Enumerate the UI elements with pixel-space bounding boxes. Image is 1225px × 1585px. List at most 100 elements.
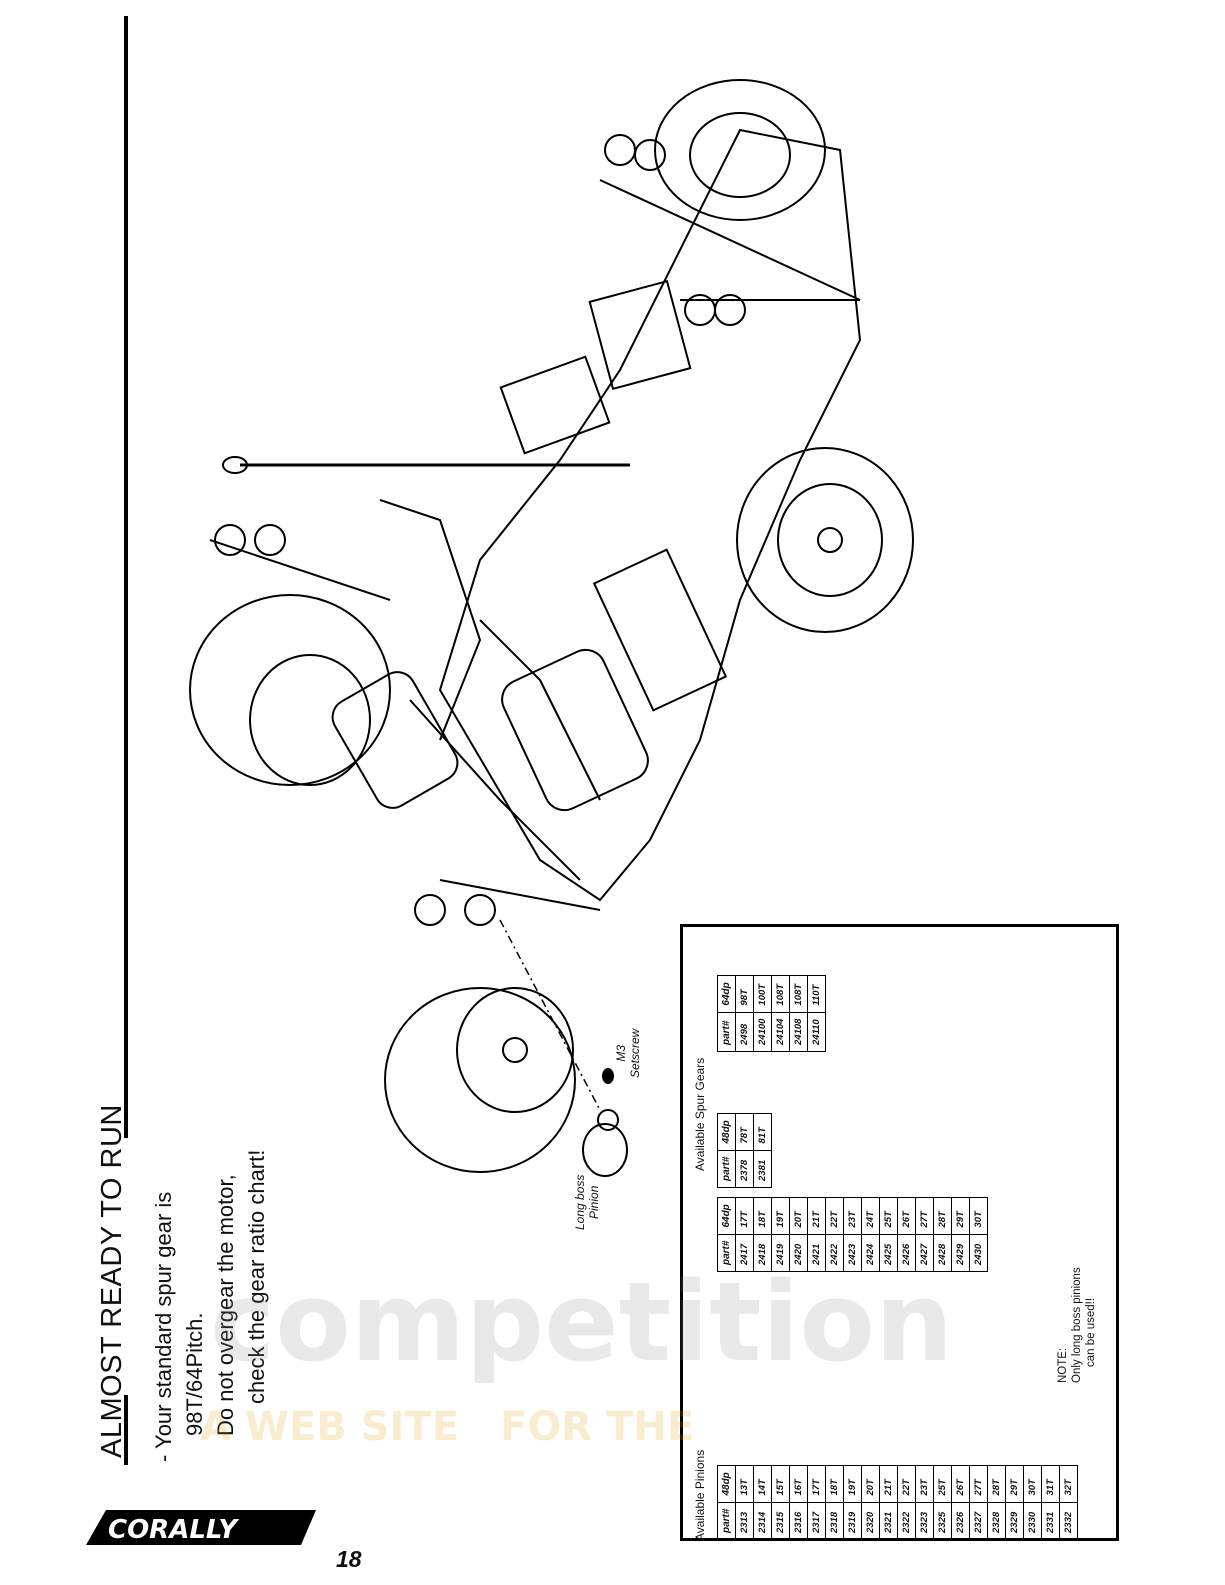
- table-cell: 24110: [807, 1012, 826, 1052]
- table-cell: 29T: [1005, 1465, 1024, 1503]
- page-title: ALMOST READY TO RUN: [96, 1104, 128, 1458]
- table-cell: 24104: [771, 1012, 790, 1052]
- wheel-hub: [249, 654, 371, 786]
- table-cell: 2429: [951, 1234, 970, 1272]
- table-cell: 21T: [807, 1197, 826, 1235]
- table-cell: 2329: [1005, 1502, 1024, 1540]
- table-cell: 30T: [1023, 1465, 1042, 1503]
- table-cell: 78T: [735, 1113, 754, 1151]
- table-cell: 23T: [915, 1465, 934, 1503]
- table-cell: 21T: [879, 1465, 898, 1503]
- table-cell: 2323: [915, 1502, 934, 1540]
- pinion-label: Long boss Pinion: [573, 1174, 601, 1230]
- table-cell: 2422: [825, 1234, 844, 1272]
- table-cell: 13T: [735, 1465, 754, 1503]
- long-boss-pinion: [582, 1123, 628, 1177]
- wheel-hub: [689, 112, 791, 198]
- table-cell: 98T: [735, 975, 754, 1013]
- table-cell: 17T: [735, 1197, 754, 1235]
- table-cell: 2418: [753, 1234, 772, 1272]
- table-cell: 22T: [897, 1465, 916, 1503]
- table-cell: 26T: [951, 1465, 970, 1503]
- table-cell: 2319: [843, 1502, 862, 1540]
- table-cell: 27T: [915, 1197, 934, 1235]
- table-cell: 2331: [1041, 1502, 1060, 1540]
- table-cell: 2378: [735, 1150, 754, 1188]
- table-cell: 14T: [753, 1465, 772, 1503]
- table-cell: 2421: [807, 1234, 826, 1272]
- table-cell: 2317: [807, 1502, 826, 1540]
- table-cell: 20T: [789, 1197, 808, 1235]
- table-cell: 108T: [771, 975, 790, 1013]
- wheel-hub: [777, 483, 883, 597]
- wheel: [736, 447, 914, 633]
- table-cell: 110T: [807, 975, 826, 1013]
- car-chassis-diagram: [189, 79, 914, 1177]
- table-cell: 26T: [897, 1197, 916, 1235]
- table-cell: 32T: [1059, 1465, 1078, 1503]
- table-cell: 20T: [861, 1465, 880, 1503]
- table-cell: 25T: [933, 1465, 952, 1503]
- table-cell: 2313: [735, 1502, 754, 1540]
- table-cell: 2321: [879, 1502, 898, 1540]
- pinions-caption: Available Pinions: [693, 1449, 707, 1541]
- table-cell: 2423: [843, 1234, 862, 1272]
- table-cell: 24100: [753, 1012, 772, 1052]
- wheel: [654, 79, 826, 221]
- table-cell: 18T: [825, 1465, 844, 1503]
- table-cell: 2327: [969, 1502, 988, 1540]
- competition-watermark: competition A WEB SITE FOR THE: [200, 1270, 953, 1450]
- left-rule: [124, 16, 128, 1138]
- table-cell: 2325: [933, 1502, 952, 1540]
- table-cell: 2322: [897, 1502, 916, 1540]
- table-cell: 29T: [951, 1197, 970, 1235]
- table-cell: 18T: [753, 1197, 772, 1235]
- table-cell: 2419: [771, 1234, 790, 1272]
- table-cell: 2498: [735, 1012, 754, 1052]
- table-cell: 22T: [825, 1197, 844, 1235]
- setscrew-label: M3 Setscrew: [614, 1028, 642, 1078]
- wheel: [384, 987, 576, 1173]
- table-cell: 2417: [735, 1234, 754, 1272]
- table-cell: 17T: [807, 1465, 826, 1503]
- gear-chart-box: [680, 924, 1119, 1541]
- table-cell: 19T: [771, 1197, 790, 1235]
- table-cell: 19T: [843, 1465, 862, 1503]
- table-cell: 24T: [861, 1197, 880, 1235]
- corally-logo: CORALLY: [86, 1510, 316, 1545]
- desc-line: - Your standard spur gear is: [151, 1191, 176, 1462]
- watermark-text: FOR THE: [500, 1404, 694, 1450]
- table-cell: 100T: [753, 975, 772, 1013]
- table-cell: 28T: [987, 1465, 1006, 1503]
- table-cell: 81T: [753, 1113, 772, 1151]
- left-rule-lower: [124, 1395, 128, 1465]
- table-cell: 2420: [789, 1234, 808, 1272]
